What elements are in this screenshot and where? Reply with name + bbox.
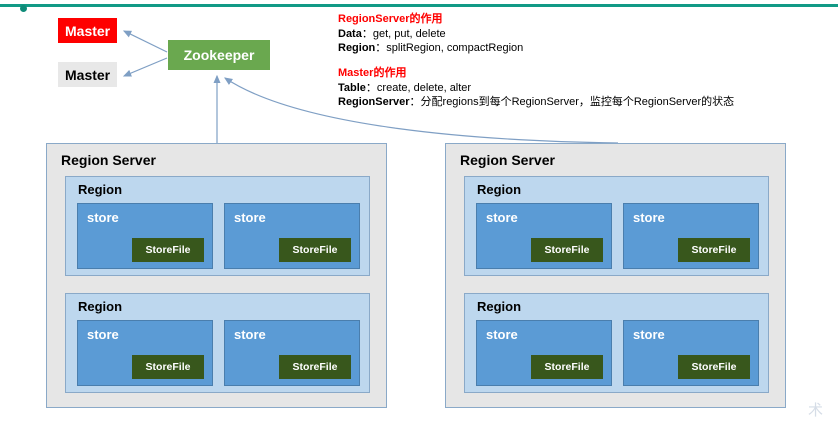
master-node-standby[interactable]: Master: [58, 62, 117, 87]
annotation-master-line-2: RegionServer：分配regions到每个RegionServer，监控…: [338, 95, 734, 110]
region-server-left-title: Region Server: [61, 152, 156, 168]
top-rule-dot-icon: [20, 5, 27, 12]
master-active-label: Master: [65, 22, 111, 39]
zookeeper-node[interactable]: Zookeeper: [168, 40, 270, 70]
top-divider-rule: [0, 4, 838, 12]
annotation-term: Region: [338, 42, 376, 54]
store-title: store: [87, 210, 119, 225]
storefile-box[interactable]: StoreFile: [132, 238, 204, 262]
store-title: store: [87, 327, 119, 342]
store-box[interactable]: store StoreFile: [224, 320, 360, 386]
connector-zookeeper-to-master-active: [122, 30, 168, 53]
annotation-regionserver-line-1: Data：get, put, delete: [338, 27, 523, 42]
region-title: Region: [78, 299, 123, 314]
region-title: Region: [477, 299, 522, 314]
connector-zookeeper-to-master-standby: [122, 57, 168, 77]
store-box[interactable]: store StoreFile: [623, 320, 759, 386]
store-box[interactable]: store StoreFile: [623, 203, 759, 269]
annotation-separator: ：: [409, 96, 421, 108]
store-title: store: [234, 327, 266, 342]
storefile-box[interactable]: StoreFile: [531, 355, 603, 379]
zookeeper-label: Zookeeper: [183, 47, 255, 63]
region-server-panel-right[interactable]: Region Server Region store StoreFile sto…: [445, 143, 786, 408]
storefile-box[interactable]: StoreFile: [678, 355, 750, 379]
annotation-master-heading: Master的作用: [338, 67, 407, 79]
annotation-regionserver-line-2: Region：splitRegion, compactRegion: [338, 41, 523, 56]
annotation-regionserver: RegionServer的作用 Data：get, put, delete Re…: [338, 12, 523, 56]
annotation-separator: ：: [375, 42, 387, 54]
store-title: store: [633, 327, 665, 342]
store-title: store: [633, 210, 665, 225]
store-title: store: [234, 210, 266, 225]
storefile-box[interactable]: StoreFile: [531, 238, 603, 262]
storefile-box[interactable]: StoreFile: [678, 238, 750, 262]
annotation-term: Data: [338, 27, 362, 40]
annotation-master: Master的作用 Table：create, delete, alter Re…: [338, 66, 734, 110]
store-box[interactable]: store StoreFile: [476, 320, 612, 386]
annotation-detail: 分配regions到每个RegionServer，监控每个RegionServe…: [420, 96, 735, 108]
storefile-box[interactable]: StoreFile: [279, 238, 351, 262]
store-title: store: [486, 327, 518, 342]
region-title: Region: [477, 182, 522, 197]
region-box[interactable]: Region store StoreFile store StoreFile: [65, 176, 370, 276]
master-node-active[interactable]: Master: [58, 18, 117, 43]
annotation-separator: ：: [365, 81, 377, 94]
storefile-box[interactable]: StoreFile: [279, 355, 351, 379]
annotation-detail: create, delete, alter: [376, 81, 472, 94]
annotation-detail: get, put, delete: [372, 27, 446, 40]
annotation-term: Table: [338, 81, 366, 94]
region-server-panel-left[interactable]: Region Server Region store StoreFile sto…: [46, 143, 387, 408]
store-box[interactable]: store StoreFile: [77, 203, 213, 269]
store-box[interactable]: store StoreFile: [476, 203, 612, 269]
annotation-detail: splitRegion, compactRegion: [386, 42, 524, 54]
store-box[interactable]: store StoreFile: [77, 320, 213, 386]
region-box[interactable]: Region store StoreFile store StoreFile: [65, 293, 370, 393]
annotation-master-line-1: Table：create, delete, alter: [338, 81, 734, 96]
annotation-separator: ：: [361, 27, 373, 40]
region-title: Region: [78, 182, 123, 197]
region-server-right-title: Region Server: [460, 152, 555, 168]
annotation-regionserver-heading: RegionServer的作用: [338, 13, 443, 25]
annotation-term: RegionServer: [338, 96, 410, 108]
storefile-box[interactable]: StoreFile: [132, 355, 204, 379]
watermark: 术: [807, 402, 828, 419]
store-title: store: [486, 210, 518, 225]
region-box[interactable]: Region store StoreFile store StoreFile: [464, 293, 769, 393]
store-box[interactable]: store StoreFile: [224, 203, 360, 269]
master-standby-label: Master: [65, 66, 111, 83]
region-box[interactable]: Region store StoreFile store StoreFile: [464, 176, 769, 276]
